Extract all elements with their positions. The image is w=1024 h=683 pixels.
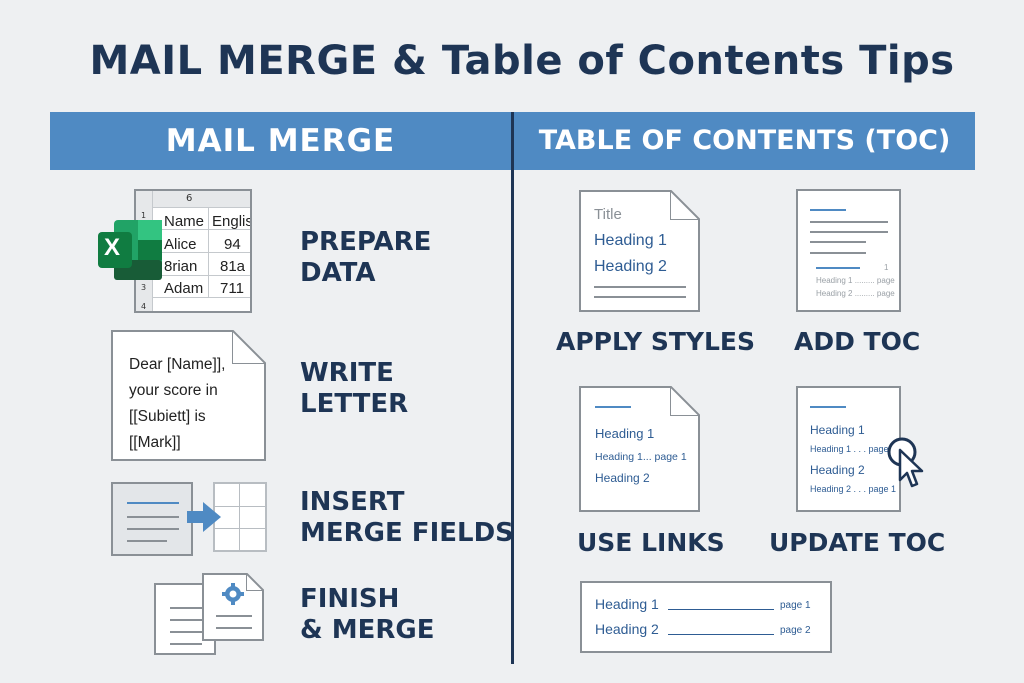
mail-merge-header: MAIL MERGE — [165, 123, 396, 159]
links-toc-entry: Heading 1... page 1 — [595, 451, 687, 463]
step-use-links: USE LINKS — [577, 528, 725, 557]
toc-sample-page: page 2 — [780, 625, 811, 636]
links-heading-1: Heading 1 — [595, 426, 655, 441]
column-divider — [511, 112, 514, 664]
step-finish-merge: FINISH & MERGE — [300, 584, 435, 645]
cursor-click-icon — [887, 437, 924, 488]
links-heading-2: Heading 2 — [595, 471, 650, 485]
insert-merge-fields-icon — [111, 482, 267, 556]
add-toc-entry: Heading 1 ......... page — [816, 276, 895, 285]
letter-document-icon: Dear [Name]], your score in [[Subiett] i… — [111, 330, 266, 461]
styles-title: Title — [594, 206, 622, 223]
toc-sample-heading: Heading 2 — [595, 621, 659, 637]
sheet-cell: 8rian — [164, 258, 198, 275]
excel-icon: X — [96, 218, 164, 282]
sheet-cell: 81a — [220, 258, 246, 275]
add-toc-page: 1 — [884, 263, 889, 272]
step-insert-merge-fields: INSERT MERGE FIELDS — [300, 487, 514, 548]
sheet-cell: Englis — [212, 213, 250, 230]
letter-line: [[Subiett] is — [129, 408, 206, 425]
styles-document-icon: Title Heading 1 Heading 2 — [579, 190, 700, 312]
finish-merge-icon — [154, 573, 264, 657]
styles-heading-2: Heading 2 — [594, 258, 667, 275]
mail-merge-header-band: MAIL MERGE — [50, 112, 511, 170]
add-toc-document-icon: 1 Heading 1 ......... page Heading 2 ...… — [796, 189, 901, 312]
toc-sample-box: Heading 1 page 1 Heading 2 page 2 — [580, 581, 832, 653]
toc-header: TABLE OF CONTENTS (TOC) — [538, 125, 951, 156]
styles-heading-1: Heading 1 — [594, 232, 667, 249]
sheet-cell: Adam — [164, 280, 204, 297]
sheet-col-header: 6 — [186, 193, 193, 204]
toc-header-band: TABLE OF CONTENTS (TOC) — [514, 112, 975, 170]
letter-line: [[Mark]] — [129, 434, 181, 451]
sheet-cell: 94 — [224, 236, 241, 253]
update-toc-entry: Heading 1 . . . page 1 — [810, 444, 897, 454]
gear-icon — [222, 583, 244, 605]
excel-letter: X — [104, 234, 121, 261]
add-toc-entry: Heading 2 ......... page — [816, 289, 895, 298]
sheet-cell: Name — [164, 213, 205, 230]
spreadsheet-icon: 6 1 3 4 Name Englis Alice 94 8rian 81a A… — [134, 189, 252, 313]
toc-sample-heading: Heading 1 — [595, 596, 659, 612]
step-prepare-data: PREPARE DATA — [300, 227, 432, 288]
letter-line: Dear [Name]], — [129, 356, 226, 373]
step-update-toc: UPDATE TOC — [769, 528, 946, 557]
links-document-icon: Heading 1 Heading 1... page 1 Heading 2 — [579, 386, 700, 512]
arrow-right-icon — [187, 502, 221, 532]
sheet-cell: Alice — [164, 236, 197, 253]
sheet-row-number: 4 — [141, 302, 147, 311]
update-heading-1: Heading 1 — [810, 423, 865, 437]
sheet-row-number: 1 — [141, 211, 147, 220]
step-add-toc: ADD TOC — [794, 327, 921, 356]
page-title: MAIL MERGE & Table of Contents Tips — [89, 38, 955, 84]
sheet-row-number: 3 — [141, 283, 147, 292]
step-write-letter: WRITE LETTER — [300, 358, 409, 419]
step-apply-styles: APPLY STYLES — [556, 327, 756, 356]
sheet-cell: 711 — [220, 280, 244, 297]
toc-sample-page: page 1 — [780, 600, 811, 611]
update-heading-2: Heading 2 — [810, 463, 865, 477]
update-toc-entry: Heading 2 . . . page 1 — [810, 484, 897, 494]
letter-line: your score in — [129, 382, 218, 399]
